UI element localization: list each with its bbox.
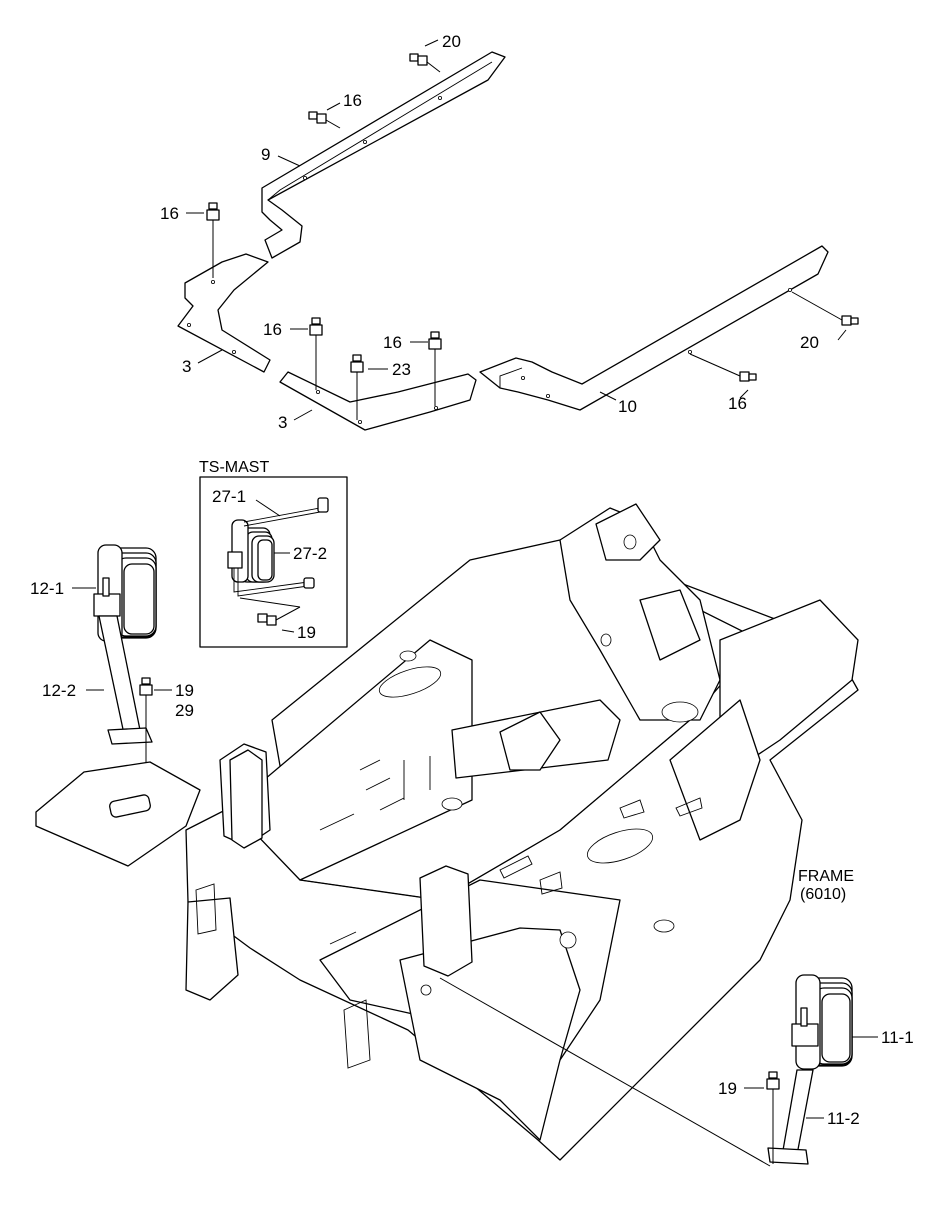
bolt-16-b-icon xyxy=(206,202,220,278)
callout-16-d: 16 xyxy=(383,333,402,352)
frame-body xyxy=(35,503,859,1167)
callout-16-c: 16 xyxy=(263,320,282,339)
bolt-16-a-icon xyxy=(308,111,341,129)
part-10-rail xyxy=(479,245,829,411)
bracket-27-1-icon xyxy=(233,497,329,597)
callout-27-1: 27-1 xyxy=(212,487,246,506)
lamp-27-2-icon xyxy=(227,519,275,583)
callout-20-top: 20 xyxy=(442,32,461,51)
callout-23: 23 xyxy=(392,360,411,379)
stand-12-2-icon xyxy=(98,577,153,745)
leader-lines xyxy=(72,39,878,1119)
callout-29: 29 xyxy=(175,701,194,720)
callout-3-left: 3 xyxy=(182,357,191,376)
part-3-left-plate xyxy=(177,253,271,373)
callout-12-1: 12-1 xyxy=(30,579,64,598)
bolt-19-box-icon xyxy=(239,597,301,626)
bolt-23-icon xyxy=(350,354,364,420)
callout-9: 9 xyxy=(261,145,270,164)
bolt-16-c-icon xyxy=(309,317,323,390)
bolt-16-d-icon xyxy=(428,331,442,406)
part-9-rail xyxy=(261,51,506,259)
bolt-16-e-icon xyxy=(689,353,757,382)
bolt-20-right-icon xyxy=(791,291,859,326)
callout-11-2: 11-2 xyxy=(827,1109,860,1128)
callout-11-1: 11-1 xyxy=(881,1028,914,1047)
detail-box-title: TS-MAST xyxy=(199,459,269,476)
frame-note-line1: FRAME xyxy=(798,868,854,885)
part-3-middle-plate xyxy=(279,371,477,431)
lamp-11-1-icon xyxy=(791,974,853,1070)
callout-19-right: 19 xyxy=(718,1079,737,1098)
callout-16-a: 16 xyxy=(343,91,362,110)
callout-19-box: 19 xyxy=(297,623,316,642)
ts-mast-detail-box xyxy=(199,476,348,648)
bolt-20-top-icon xyxy=(409,53,441,73)
stand-11-2-icon xyxy=(767,1007,814,1165)
callout-16-b: 16 xyxy=(160,204,179,223)
callout-10: 10 xyxy=(618,397,637,416)
frame-note-line2: (6010) xyxy=(800,886,846,903)
callout-27-2: 27-2 xyxy=(293,544,327,563)
callout-20-right: 20 xyxy=(800,333,819,352)
callout-19-left: 19 xyxy=(175,681,194,700)
bolt-19-right-icon xyxy=(766,1071,780,1164)
callout-3-mid: 3 xyxy=(278,413,287,432)
callout-12-2: 12-2 xyxy=(42,681,76,700)
callout-16-e: 16 xyxy=(728,394,747,413)
